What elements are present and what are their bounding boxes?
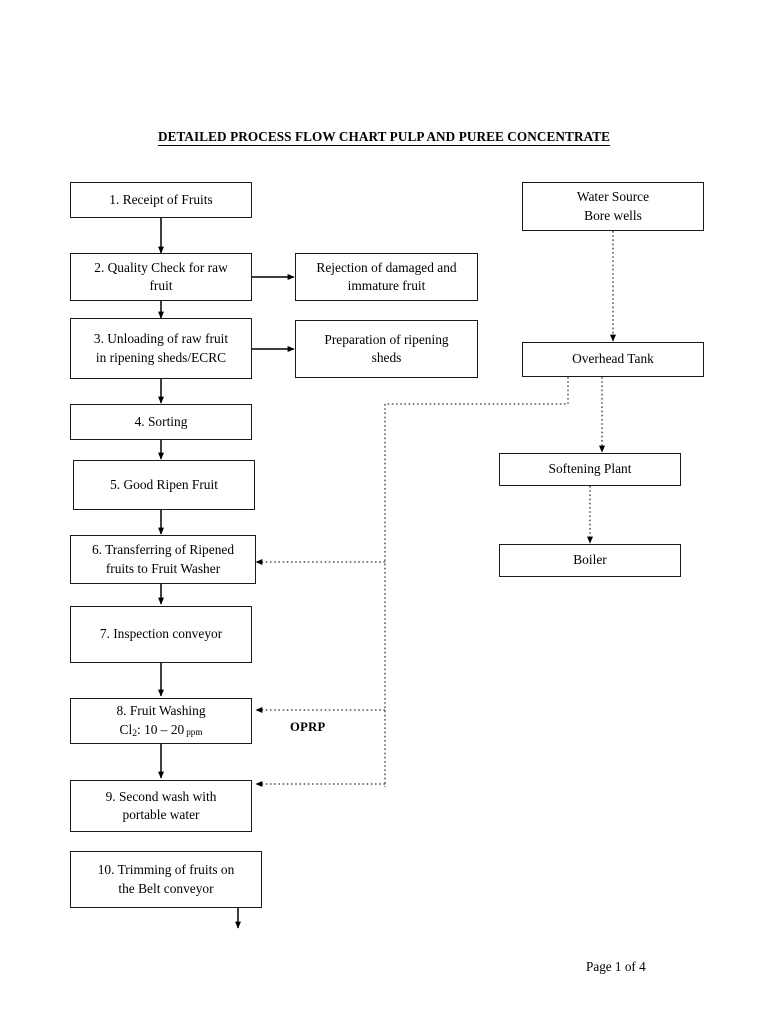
process-step-9-line1: 9. Second wash with (105, 788, 217, 804)
side-output-ripening-prep-line2: sheds (371, 350, 402, 365)
side-output-rejection-line2: immature fruit (347, 278, 426, 293)
process-step-2-line2: fruit (149, 278, 173, 293)
chlorine-subscript: 2 (132, 727, 137, 739)
process-step-6-line2: fruits to Fruit Washer (105, 560, 221, 576)
process-step-3-text: 3. Unloading of raw fruit in ripening sh… (94, 330, 228, 366)
utility-boiler[interactable]: Boiler (499, 544, 681, 577)
oprp-annotation-label: OPRP (290, 720, 326, 734)
water-supply-routing (384, 377, 569, 787)
page-title: DETAILED PROCESS FLOW CHART PULP AND PUR… (0, 129, 768, 146)
side-output-rejection[interactable]: Rejection of damaged and immature fruit (295, 253, 478, 301)
process-step-10-line2: the Belt conveyor (118, 880, 214, 896)
side-output-rejection-line1: Rejection of damaged and (316, 259, 457, 275)
page-footer-text: Page 1 of 4 (586, 959, 646, 974)
process-step-3-line1: 3. Unloading of raw fruit (93, 331, 229, 347)
utility-water-source-line2: Bore wells (584, 207, 642, 223)
utility-softening-plant[interactable]: Softening Plant (499, 453, 681, 486)
process-step-6[interactable]: 6. Transferring of Ripened fruits to Fru… (70, 535, 256, 584)
process-step-5[interactable]: 5. Good Ripen Fruit (73, 460, 255, 510)
process-step-9[interactable]: 9. Second wash with portable water (70, 780, 252, 832)
chlorine-unit: ppm (186, 727, 203, 738)
process-step-8-line1: 8. Fruit Washing (116, 703, 206, 719)
process-step-2[interactable]: 2. Quality Check for raw fruit (70, 253, 252, 301)
utility-overhead-tank-label: Overhead Tank (572, 351, 654, 367)
process-step-1-label: 1. Receipt of Fruits (109, 191, 213, 207)
utility-overhead-tank[interactable]: Overhead Tank (522, 342, 704, 377)
process-step-2-text: 2. Quality Check for raw fruit (94, 259, 228, 295)
process-step-9-text: 9. Second wash with portable water (106, 788, 217, 824)
side-output-arrows (252, 274, 295, 352)
utility-water-source[interactable]: Water Source Bore wells (522, 182, 704, 231)
oprp-annotation: OPRP (290, 720, 325, 735)
process-step-6-text: 6. Transferring of Ripened fruits to Fru… (92, 541, 234, 577)
process-step-10[interactable]: 10. Trimming of fruits on the Belt conve… (70, 851, 262, 908)
process-step-4[interactable]: 4. Sorting (70, 404, 252, 440)
utility-water-source-text: Water Source Bore wells (577, 188, 649, 224)
process-step-10-text: 10. Trimming of fruits on the Belt conve… (98, 861, 235, 897)
side-output-rejection-text: Rejection of damaged and immature fruit (316, 259, 456, 295)
side-output-ripening-prep-line1: Preparation of ripening (324, 331, 449, 347)
side-output-ripening-prep[interactable]: Preparation of ripening sheds (295, 320, 478, 378)
chlorine-formula: Cl (119, 721, 133, 737)
utility-boiler-label: Boiler (573, 552, 607, 568)
process-step-2-line1: 2. Quality Check for raw (94, 259, 228, 275)
page-footer: Page 1 of 4 (586, 959, 646, 975)
process-step-3-line2: in ripening sheds/ECRC (95, 349, 227, 365)
process-step-9-line2: portable water (122, 807, 200, 822)
utility-flow-arrows (587, 231, 616, 544)
process-step-3[interactable]: 3. Unloading of raw fruit in ripening sh… (70, 318, 252, 379)
side-output-ripening-prep-text: Preparation of ripening sheds (324, 331, 448, 367)
process-step-10-line1: 10. Trimming of fruits on (97, 862, 235, 878)
process-step-7[interactable]: 7. Inspection conveyor (70, 606, 252, 663)
utility-softening-plant-label: Softening Plant (548, 461, 632, 477)
page-title-text: DETAILED PROCESS FLOW CHART PULP AND PUR… (157, 129, 611, 146)
process-step-4-label: 4. Sorting (134, 413, 188, 429)
utility-water-source-line1: Water Source (576, 189, 650, 205)
water-supply-branches (255, 559, 385, 787)
process-step-5-label: 5. Good Ripen Fruit (110, 476, 218, 492)
process-step-1[interactable]: 1. Receipt of Fruits (70, 182, 252, 218)
process-step-7-label: 7. Inspection conveyor (99, 626, 223, 642)
chlorine-value: : 10 – 20 (137, 721, 185, 737)
process-step-6-line1: 6. Transferring of Ripened (91, 542, 235, 558)
